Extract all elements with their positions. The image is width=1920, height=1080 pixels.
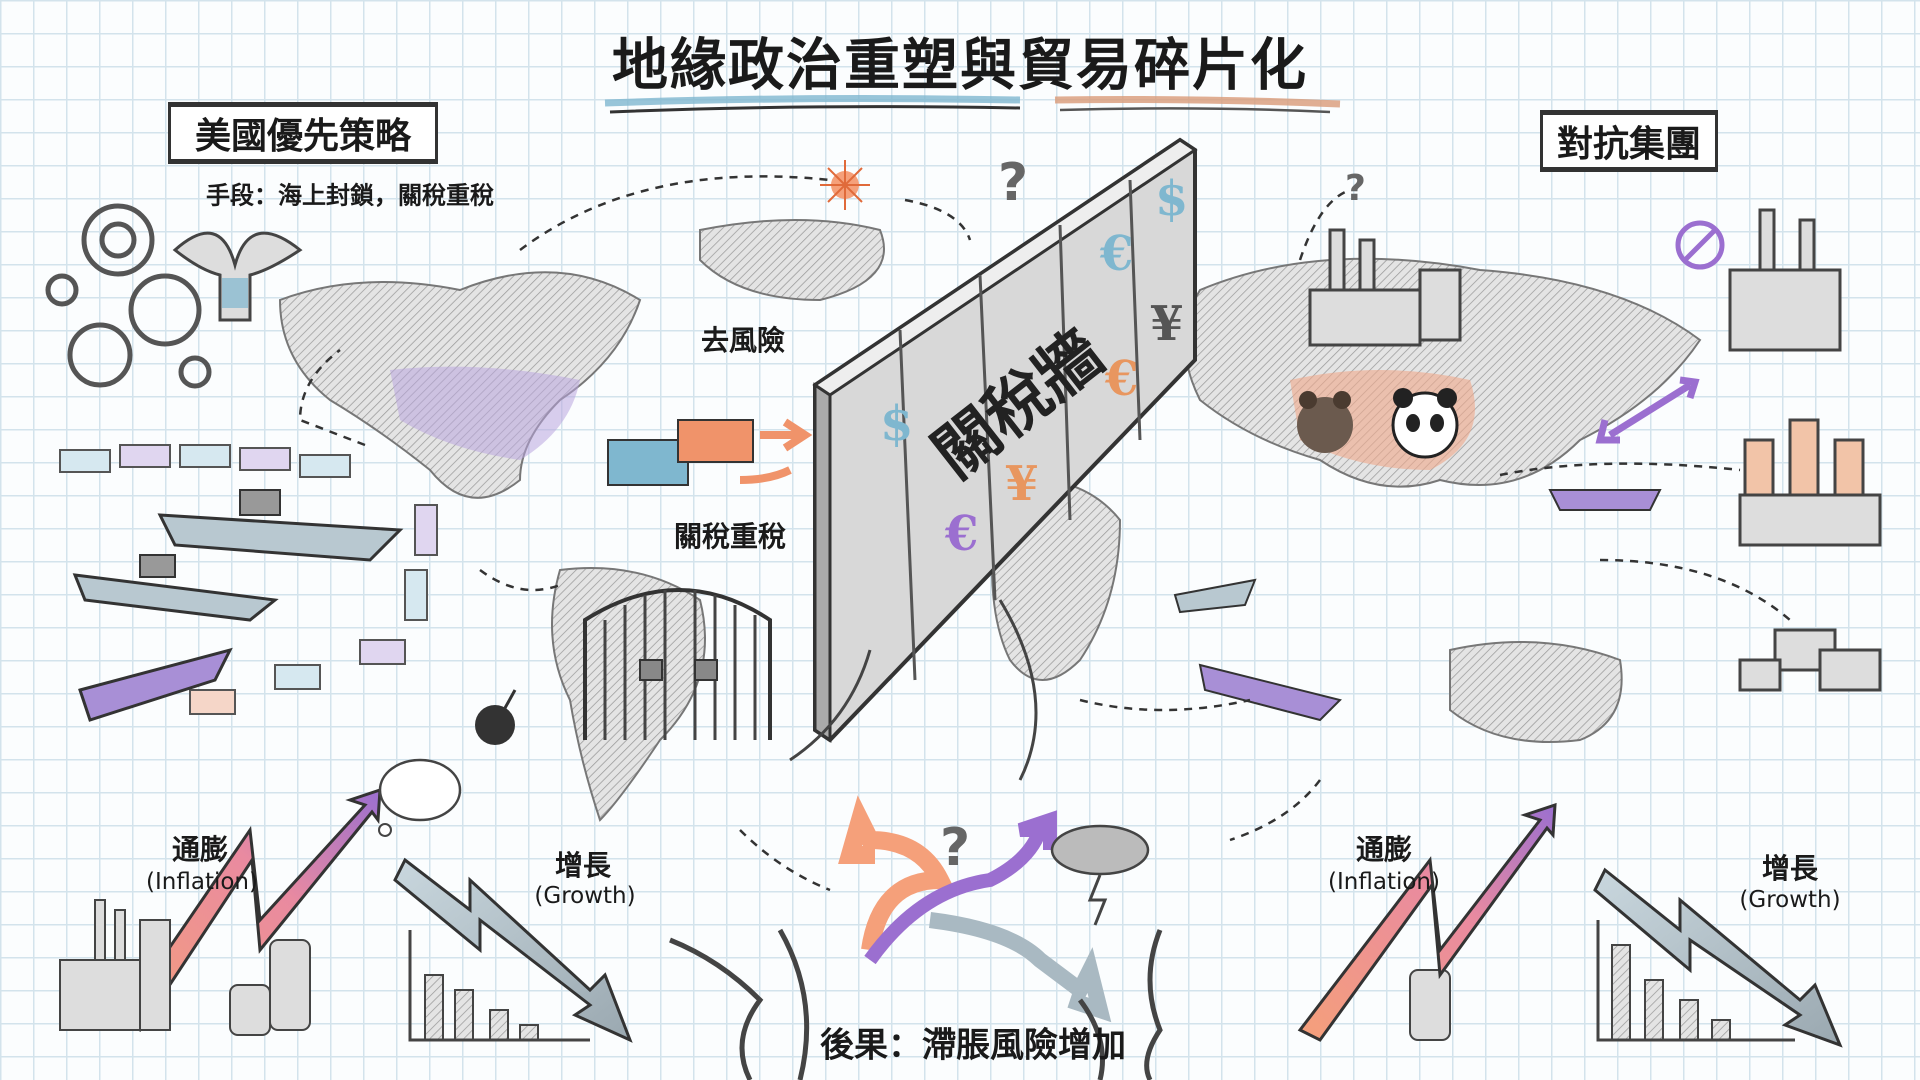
yen-symbol: ¥ [1150, 296, 1183, 352]
growth-label-right: 增長 [1761, 852, 1819, 885]
factory-icon [59, 899, 171, 1031]
warship-icon [78, 647, 233, 722]
bar-chart-right [1596, 920, 1795, 1042]
derisk-label: 去風險 [700, 324, 786, 357]
tariff-label: 關稅重稅 [673, 520, 787, 553]
growth-arrow-right [1593, 867, 1843, 1048]
growth-en-right: (Growth) [1739, 887, 1841, 913]
coin-stack-icon [229, 939, 1451, 1041]
inflation-label-right: 通膨 [1355, 833, 1413, 866]
map-usa-highlight [390, 366, 580, 460]
america-first-heading: 美國優先策略 [168, 102, 438, 164]
eagle-icon [172, 231, 303, 322]
bear-icon [1297, 391, 1353, 453]
svg-text:?: ? [940, 818, 970, 878]
svg-text:?: ? [1345, 168, 1366, 209]
prohibited-icon [1675, 220, 1725, 270]
america-first-heading-text: 美國優先策略 [194, 116, 411, 157]
dollar-symbol: $ [880, 396, 913, 452]
svg-text:?: ? [998, 153, 1028, 213]
warship-icon [1198, 663, 1342, 722]
means-label: 手段：海上封鎖，關稅重稅 [206, 181, 494, 210]
locked-gate-icon [583, 588, 772, 740]
map-greenland [699, 219, 885, 302]
wall-currency-symbols: $ € ¥ $ € € ¥ [880, 171, 1188, 562]
growth-label-left: 增長 [554, 849, 612, 882]
trade-arrow [760, 418, 813, 452]
growth-en-left: (Growth) [534, 883, 636, 909]
inflation-en-right: (Inflation) [1328, 869, 1440, 895]
yen-symbol: ¥ [1005, 456, 1038, 512]
bomb-icon [475, 689, 517, 745]
raised-fists-icon [1743, 418, 1865, 502]
euro-symbol: € [1104, 351, 1138, 407]
trade-arrow [739, 466, 792, 484]
inflation-label-left: 通膨 [171, 833, 229, 866]
panda-icon [1391, 388, 1459, 459]
gear-icons [45, 203, 212, 389]
ground-cracks [669, 928, 1163, 1080]
opposing-bloc-heading-text: 對抗集團 [1556, 124, 1701, 165]
growth-arrow-left [393, 857, 633, 1043]
warship-icon [1548, 489, 1662, 511]
warship-icon [1173, 578, 1257, 614]
factory-icon [1308, 208, 1842, 352]
question-mark-icon: ??? [940, 153, 1366, 878]
dashed-flow-arrows [298, 175, 1791, 892]
consequence-label: 後果：滯脹風險增加 [820, 1025, 1126, 1066]
explosion-icon [820, 160, 870, 210]
cargo-crates-icon [1738, 493, 1882, 692]
title-underline [604, 95, 1341, 114]
map-australia [1449, 641, 1623, 743]
euro-symbol: € [944, 506, 978, 562]
page-title: 地緣政治重塑與貿易碎片化 [612, 33, 1308, 99]
stagflation-twist [838, 795, 1112, 1023]
thought-bubble-icon [378, 758, 462, 837]
inflation-en-left: (Inflation) [146, 869, 258, 895]
naval-blockade-chain [59, 444, 438, 715]
map-south-america [551, 567, 706, 822]
warship-icon [157, 489, 404, 562]
container-icons [607, 419, 754, 486]
warship-icon [72, 554, 279, 622]
euro-symbol: € [1099, 226, 1133, 282]
storm-cloud-icon [1050, 824, 1150, 926]
bidirectional-arrow [1595, 376, 1700, 444]
tariff-wall [789, 137, 1198, 781]
inflation-arrow-right [1297, 802, 1557, 1042]
dollar-symbol: $ [1155, 171, 1188, 227]
opposing-bloc-heading: 對抗集團 [1540, 110, 1718, 172]
bar-chart-left [408, 930, 590, 1042]
